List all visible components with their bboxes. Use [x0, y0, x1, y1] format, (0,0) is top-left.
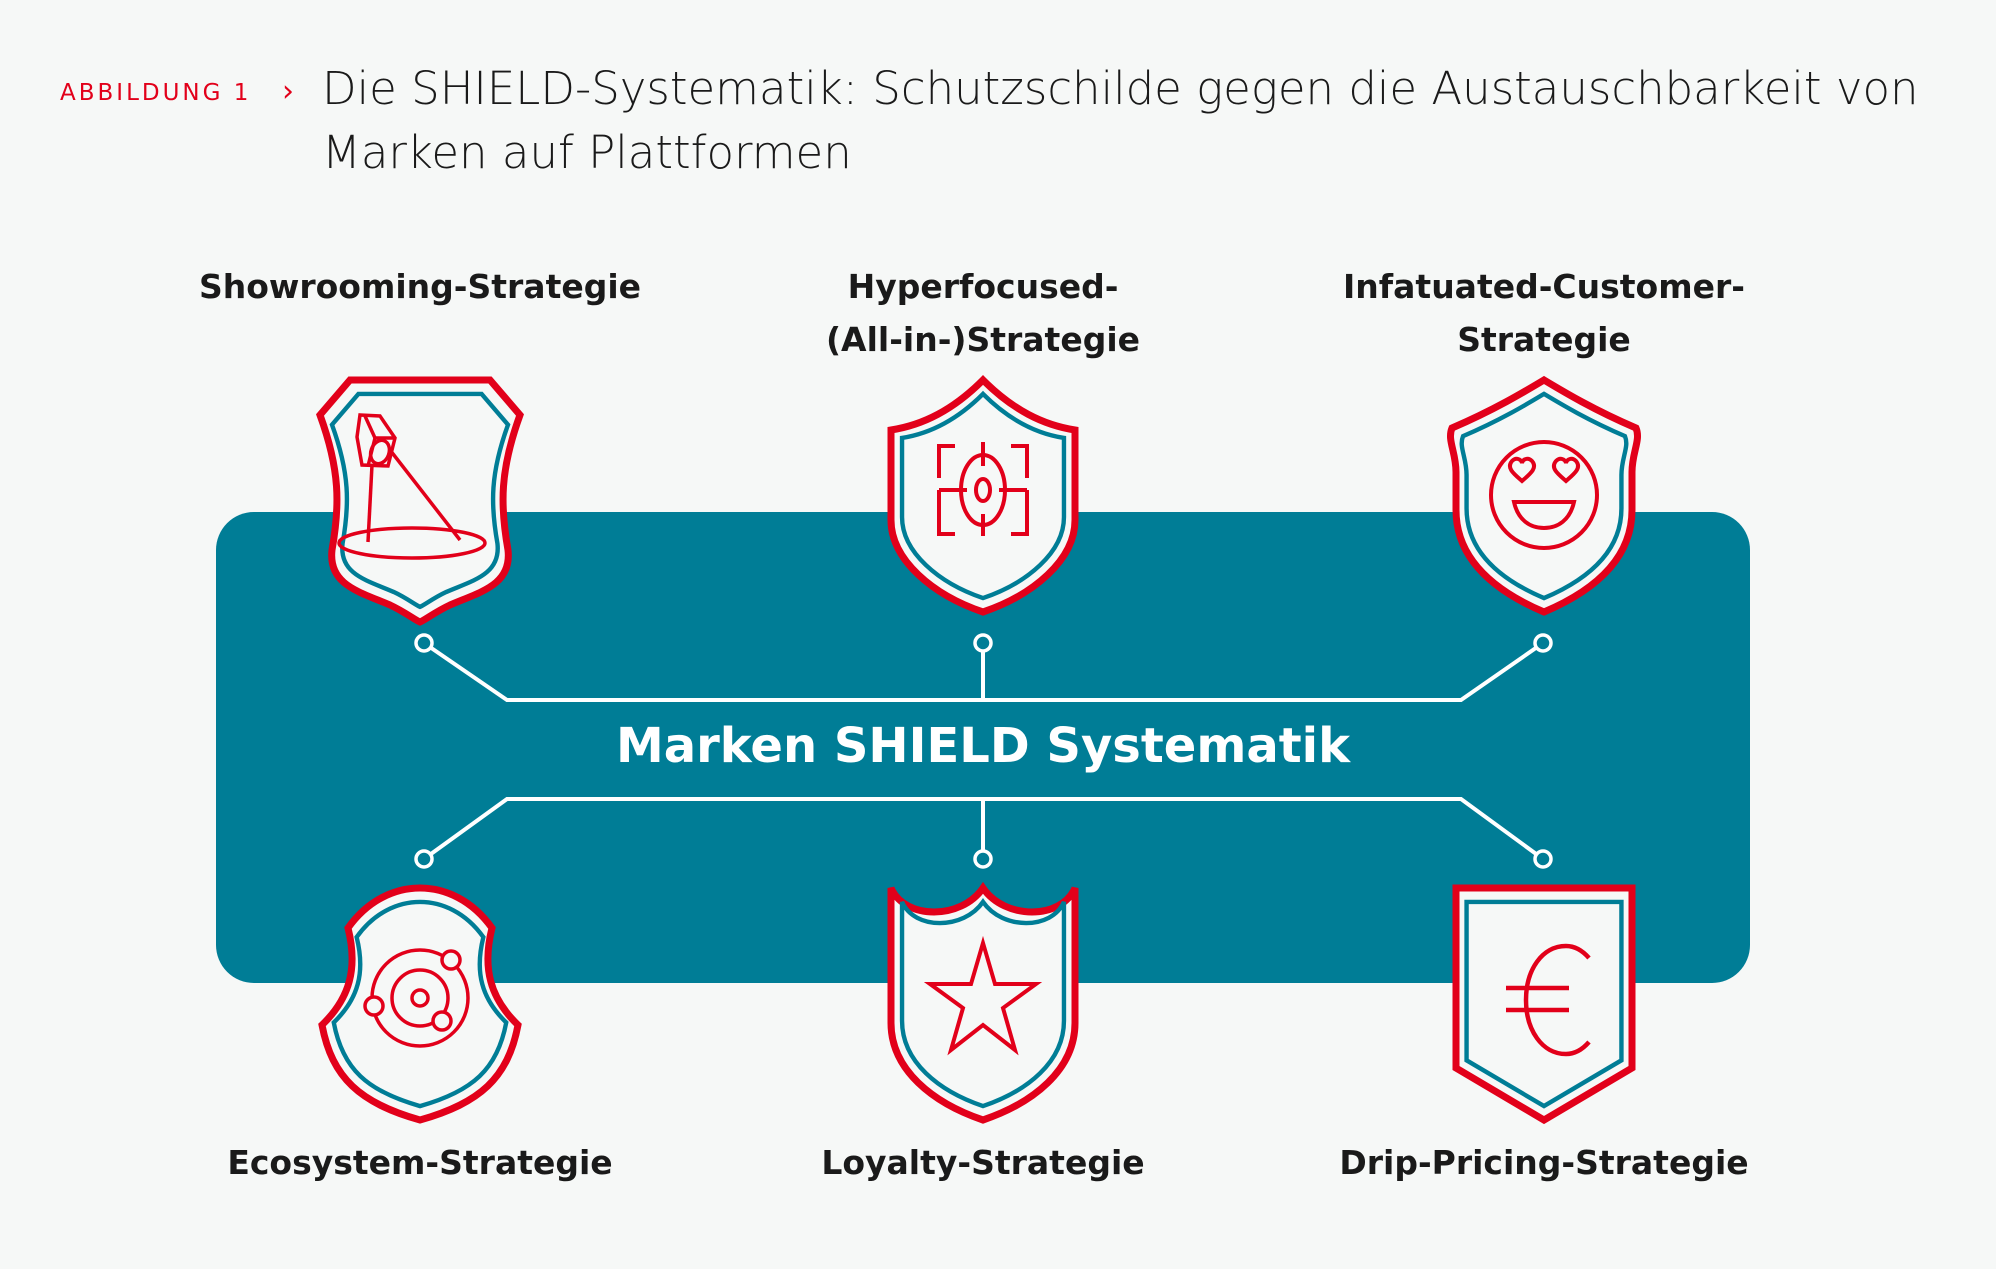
figure-title-line-2: Marken auf Plattformen: [322, 126, 852, 179]
shield-loyalty: [891, 888, 1075, 1120]
chevron-right-icon: ›: [282, 74, 294, 109]
connector-node: [1533, 633, 1553, 653]
label-hyperfocused: Hyperfocused- (All-in-)Strategie: [723, 260, 1243, 366]
connector-node: [414, 633, 434, 653]
label-line: Infatuated-Customer-: [1343, 267, 1745, 306]
connector-node: [414, 849, 434, 869]
label-drip-pricing: Drip-Pricing-Strategie: [1284, 1136, 1804, 1189]
camera-projector-icon: [337, 413, 487, 560]
shield-infatuated-customer: [1450, 380, 1637, 612]
target-crosshair-icon: [937, 442, 1029, 536]
label-line: Hyperfocused-: [847, 267, 1119, 306]
label-line: Ecosystem-Strategie: [227, 1143, 613, 1182]
connector-node: [1533, 849, 1553, 869]
shield-hyperfocused: [891, 380, 1075, 612]
label-line: Loyalty-Strategie: [821, 1143, 1145, 1182]
center-title: Marken SHIELD Systematik: [615, 718, 1351, 774]
euro-icon: [1506, 943, 1591, 1057]
figure-label: ABBILDUNG 1: [60, 80, 252, 106]
figure-title-line-1: Die SHIELD-Systematik: Schutzschilde geg…: [322, 62, 1919, 115]
label-line: Drip-Pricing-Strategie: [1339, 1143, 1749, 1182]
connector-node: [973, 633, 993, 653]
connector-lines: [414, 633, 1553, 869]
shield-showrooming: [320, 380, 520, 622]
orbit-ecosystem-icon: [363, 948, 470, 1048]
connector-node: [973, 849, 993, 869]
label-line: Strategie: [1457, 320, 1631, 359]
label-line: (All-in-)Strategie: [825, 320, 1141, 359]
shield-ecosystem: [322, 888, 518, 1120]
label-line: Showrooming-Strategie: [198, 267, 642, 306]
teal-band: [216, 512, 1750, 983]
label-infatuated-customer: Infatuated-Customer- Strategie: [1284, 260, 1804, 366]
label-loyalty: Loyalty-Strategie: [723, 1136, 1243, 1189]
label-ecosystem: Ecosystem-Strategie: [160, 1136, 680, 1189]
label-showrooming: Showrooming-Strategie: [160, 260, 680, 313]
star-icon: [923, 935, 1043, 1056]
shield-drip-pricing: [1456, 888, 1632, 1120]
heart-eyes-smiley-icon: [1489, 440, 1599, 550]
